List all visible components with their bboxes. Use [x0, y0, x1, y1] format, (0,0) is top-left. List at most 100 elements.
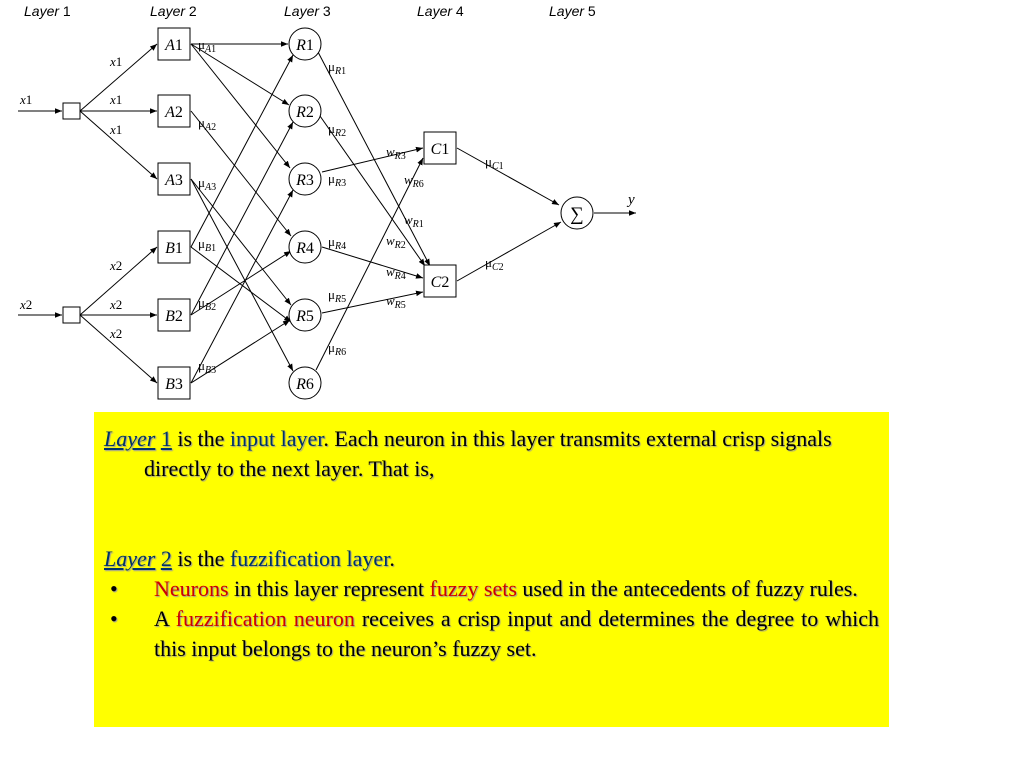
node-r3-label: R3 — [295, 172, 314, 189]
layer-1-header: Layer 1 — [24, 3, 71, 19]
layer-2-bullets: •Neurons in this layer represent fuzzy s… — [104, 574, 879, 664]
rule-edges — [315, 51, 431, 371]
edge-c1-sum — [456, 147, 560, 206]
weight-labels: wR3 wR6 wR1 wR2 wR4 wR5 — [386, 144, 424, 311]
edge-label-x1-a3: x1 — [109, 122, 122, 137]
node-a3 — [157, 162, 191, 196]
bullet-dot: • — [110, 606, 118, 631]
edge-a3-r6 — [190, 178, 294, 372]
mu-b1-label: μB1 — [198, 236, 216, 254]
edge-r4-c2 — [321, 246, 424, 279]
layer-2-header: Layer 2 — [150, 3, 197, 19]
bullet-text: in this layer represent — [228, 576, 430, 601]
edge-label-x2-b2: x2 — [109, 297, 122, 312]
node-a2-label: A2 — [164, 104, 183, 121]
input-x2-label: x2 — [19, 297, 32, 312]
node-b1-label: B1 — [165, 240, 183, 257]
node-b2 — [157, 298, 191, 332]
mu-b2-label: μB2 — [198, 295, 216, 313]
mu-r3-label: μR3 — [328, 171, 346, 189]
layer-2-text-b: . — [389, 546, 395, 571]
edge-x1-a1 — [79, 43, 158, 112]
node-a2 — [157, 94, 191, 128]
edge-b3-r5 — [190, 319, 291, 384]
rule-mu-labels: μR1 μR2 μR3 μR4 μR5 μR6 — [328, 59, 346, 358]
sum-node — [560, 196, 594, 230]
layer-1-number: 1 — [160, 426, 172, 451]
input-edges — [18, 43, 158, 384]
mu-r2-label: μR2 — [328, 121, 346, 139]
node-r1 — [288, 27, 322, 61]
node-b3 — [157, 366, 191, 400]
input-labels: x1 x2 x1 x1 x1 x2 x2 x2 — [19, 54, 122, 341]
node-b3-label: B3 — [165, 376, 183, 393]
node-c1-label: C1 — [431, 141, 450, 158]
weight-r4-label: wR4 — [386, 264, 406, 282]
explanation-textbox: Layer 1 is the input layer. Each neuron … — [94, 412, 889, 727]
edge-label-x1-a2: x1 — [109, 92, 122, 107]
edge-r1-c2 — [317, 51, 431, 267]
mu-r1-label: μR1 — [328, 59, 346, 77]
input-layer-term: input layer — [229, 426, 324, 451]
node-r2 — [288, 94, 322, 128]
edge-r3-c1 — [321, 146, 424, 173]
node-r2-label: R2 — [295, 104, 314, 121]
weight-r1-label: wR1 — [404, 212, 424, 230]
mu-c2-label: μC2 — [485, 255, 504, 273]
node-c1 — [423, 131, 457, 165]
neuro-fuzzy-network-diagram: Layer 1 Layer 2 Layer 3 Layer 4 Layer 5 — [18, 3, 636, 400]
node-a1 — [157, 27, 191, 61]
edge-r5-c2 — [321, 290, 424, 314]
layer-2-mu-labels: μA1 μA2 μA3 μB1 μB2 μB3 — [198, 37, 216, 376]
edge-x1-a3 — [79, 110, 158, 180]
weight-r5-label: wR5 — [386, 293, 406, 311]
layer-4-header: Layer 4 — [417, 3, 464, 19]
edge-b2-r4 — [190, 250, 292, 316]
mu-a3-label: μA3 — [198, 175, 216, 193]
bullet-text: receives a crisp input and determines th… — [154, 606, 879, 661]
layer-1-term: Layer — [104, 426, 156, 451]
layer-1-paragraph: Layer 1 is the input layer. Each neuron … — [104, 424, 879, 484]
layer-3-nodes: R1 R2 R3 R4 R5 R6 — [288, 27, 322, 400]
spacer — [104, 484, 879, 544]
node-r6-label: R6 — [295, 376, 314, 393]
mu-r5-label: μR5 — [328, 287, 346, 305]
edge-c2-sum — [456, 221, 562, 282]
edge-b1-r5 — [190, 246, 292, 323]
weight-r2-label: wR2 — [386, 233, 406, 251]
edge-b2-r2 — [190, 121, 294, 316]
node-b1 — [157, 230, 191, 264]
sum-symbol: ∑ — [570, 204, 584, 225]
node-r5 — [288, 298, 322, 332]
node-r4-label: R4 — [295, 240, 314, 257]
mu-a2-label: μA2 — [198, 115, 216, 133]
layer-2-description: Layer 2 is the fuzzification layer. — [104, 544, 879, 574]
layer-1-text-a: is the — [171, 426, 230, 451]
node-r1-label: R1 — [295, 37, 314, 54]
edge-r2-c2 — [319, 115, 426, 267]
edge-label-x2-b3: x2 — [109, 326, 122, 341]
mu-a1-label: μA1 — [198, 37, 216, 55]
edge-r6-c1 — [315, 157, 424, 371]
node-a3-label: A3 — [164, 172, 183, 189]
input-x1-label: x1 — [19, 92, 32, 107]
input-node-x1 — [62, 102, 81, 120]
output-y-label: y — [626, 192, 635, 208]
layer-2-nodes: A1 A2 A3 B1 B2 B3 — [157, 27, 191, 400]
edge-b1-r1 — [190, 54, 294, 248]
edge-a3-r5 — [190, 178, 292, 306]
node-r5-label: R5 — [295, 308, 314, 325]
layer-5-header: Layer 5 — [549, 3, 596, 19]
node-r3 — [288, 162, 322, 196]
edge-x2-b3 — [79, 314, 158, 384]
edge-label-x2-b1: x2 — [109, 258, 122, 273]
fuzzification-edges — [190, 41, 294, 384]
output-edges — [456, 147, 636, 282]
fuzzification-neuron-term: fuzzification neuron — [175, 606, 355, 631]
edge-a2-r4 — [190, 110, 292, 237]
node-c2 — [423, 264, 457, 298]
layer-1-text-b: . Each neuron in this layer transmits ex… — [144, 426, 832, 481]
mu-r6-label: μR6 — [328, 340, 346, 358]
layer-headers: Layer 1 Layer 2 Layer 3 Layer 4 Layer 5 — [24, 3, 596, 19]
bullet-item: •Neurons in this layer represent fuzzy s… — [104, 574, 879, 604]
